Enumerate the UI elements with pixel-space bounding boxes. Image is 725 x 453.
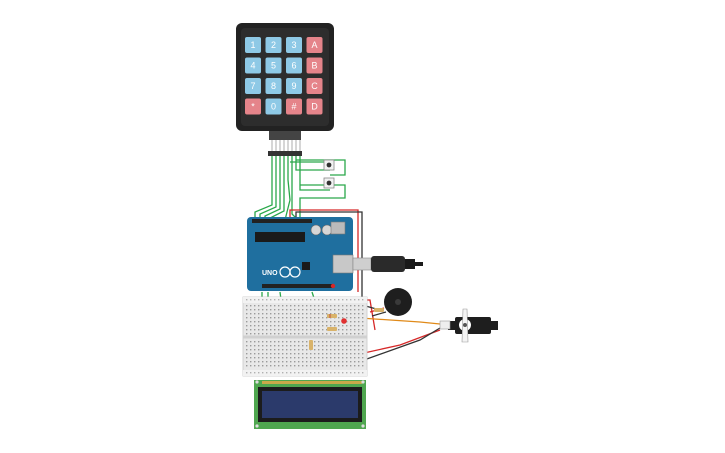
keypad-key-label: 0 [271,102,276,112]
keypad-keys: 1 2 3 A 4 5 6 B 7 8 9 C * 0 # D [245,37,323,115]
keypad-key-label: 3 [291,40,296,50]
keypad-key-label: D [311,102,318,112]
keypad-key-label: A [311,40,317,50]
resistor-1 [327,314,337,318]
keypad-key-label: 9 [291,81,296,91]
keypad-key-label: 4 [250,61,255,71]
breadboard[interactable] [242,296,368,377]
servo-motor[interactable] [439,308,498,343]
keypad-key-star[interactable]: * [245,98,261,115]
keypad-key-4[interactable]: 4 [245,57,261,74]
keypad-key-label: 2 [271,40,276,50]
led-red [341,318,347,324]
usb-port [332,254,354,274]
resistor-3 [309,340,313,350]
keypad-key-label: # [291,102,296,112]
keypad-key-7[interactable]: 7 [245,78,261,94]
lcd-display[interactable] [254,380,366,429]
keypad-key-6[interactable]: 6 [286,57,302,74]
microcontroller-chip [255,232,305,242]
keypad-key-8[interactable]: 8 [265,78,282,94]
keypad-key-c[interactable]: C [306,78,323,94]
keypad-key-1[interactable]: 1 [245,37,261,53]
servo-resistor [374,308,384,312]
piezo-buzzer[interactable] [369,288,412,317]
usb-cable [352,256,423,272]
keypad-key-label: 1 [250,40,255,50]
keypad[interactable]: 1 2 3 A 4 5 6 B 7 8 9 C * 0 # D [236,23,334,131]
keypad-key-hash[interactable]: # [286,98,302,115]
resistor-2 [327,327,337,331]
arduino-uno[interactable]: UNO [247,217,354,291]
keypad-key-a[interactable]: A [306,37,323,53]
keypad-key-label: * [251,102,255,112]
keypad-key-label: 8 [271,81,276,91]
keypad-key-0[interactable]: 0 [265,98,282,115]
keypad-key-2[interactable]: 2 [265,37,282,53]
keypad-key-label: B [311,61,317,71]
keypad-key-b[interactable]: B [306,57,323,74]
keypad-connector [268,131,302,156]
push-button-1[interactable] [323,159,335,171]
push-button-2[interactable] [323,177,335,189]
keypad-key-label: 6 [291,61,296,71]
uno-label: UNO [262,270,278,277]
lcd-screen [262,391,358,418]
keypad-key-3[interactable]: 3 [286,37,302,53]
keypad-key-label: 7 [250,81,255,91]
keypad-key-5[interactable]: 5 [265,57,282,74]
keypad-key-label: C [311,81,318,91]
keypad-key-label: 5 [271,61,276,71]
keypad-key-9[interactable]: 9 [286,78,302,94]
keypad-key-d[interactable]: D [306,98,323,115]
